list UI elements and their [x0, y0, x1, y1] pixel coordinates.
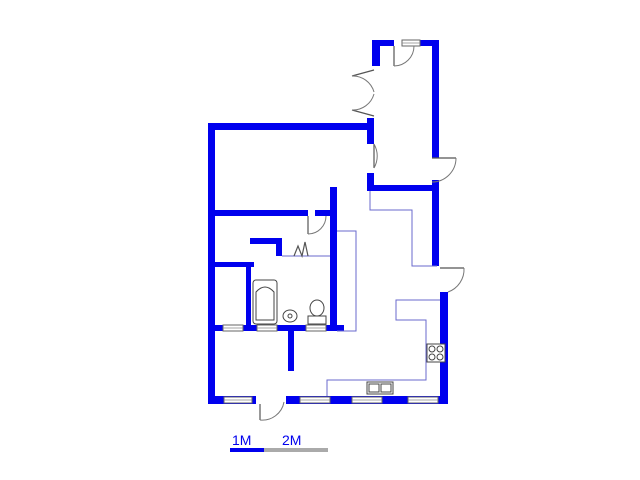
wall-tower-left-top	[372, 40, 380, 66]
kitchen-counter	[326, 299, 440, 396]
toilet-icon	[307, 299, 327, 325]
stove-icon	[426, 343, 446, 363]
door-bedroom	[307, 215, 327, 235]
wall-bath-left	[246, 262, 251, 328]
scale-bar-segment-2	[264, 448, 328, 452]
window-bottom-3	[351, 396, 383, 404]
wall-tower-top-left	[372, 40, 394, 46]
wall-passage-stub-v	[276, 238, 282, 256]
wall-kitchen-right-upper	[432, 180, 439, 266]
scale-bar	[230, 448, 328, 452]
window-bottom-4	[407, 396, 439, 404]
washbasin-icon	[282, 309, 298, 323]
door-hall	[373, 143, 378, 169]
passage-outline	[369, 191, 437, 267]
scale-label-1m: 1M	[232, 432, 252, 448]
zigzag-break	[293, 241, 309, 259]
window-bottom-2	[299, 396, 331, 404]
door-front	[259, 401, 285, 421]
cupboard-outline	[337, 230, 357, 332]
interior-lines	[282, 191, 440, 396]
scale-label-2m: 2M	[282, 432, 302, 448]
wall-bedroom-divider-right	[315, 210, 331, 216]
wall-tower-right	[432, 40, 439, 158]
wall-tower-top-right	[418, 40, 438, 46]
door-tower-top	[393, 45, 415, 67]
door-tower-bottom	[431, 157, 457, 183]
kitchen-sink-icon	[366, 381, 394, 395]
scale-bar-segment-1	[230, 448, 264, 452]
bathtub-icon	[252, 279, 278, 325]
wall-passage-stub	[250, 238, 280, 244]
window-bath-1	[222, 324, 244, 332]
wall-bath-lower	[288, 325, 294, 371]
wall-hall-stub	[367, 173, 374, 190]
wall-central	[330, 187, 337, 331]
window-bath-2	[256, 324, 278, 332]
wall-bath-top	[208, 262, 254, 267]
wall-top-left	[208, 123, 374, 130]
wall-tower-left-mid	[367, 118, 374, 144]
door-kitchen	[440, 267, 465, 293]
doors	[259, 45, 465, 421]
windows	[222, 39, 439, 404]
window-bottom-1	[223, 396, 253, 404]
wall-hall-top	[367, 185, 439, 191]
window-top	[401, 39, 421, 47]
window-bath-3	[305, 324, 327, 332]
wall-bedroom-divider	[208, 210, 308, 216]
door-double-entrance	[351, 69, 375, 117]
